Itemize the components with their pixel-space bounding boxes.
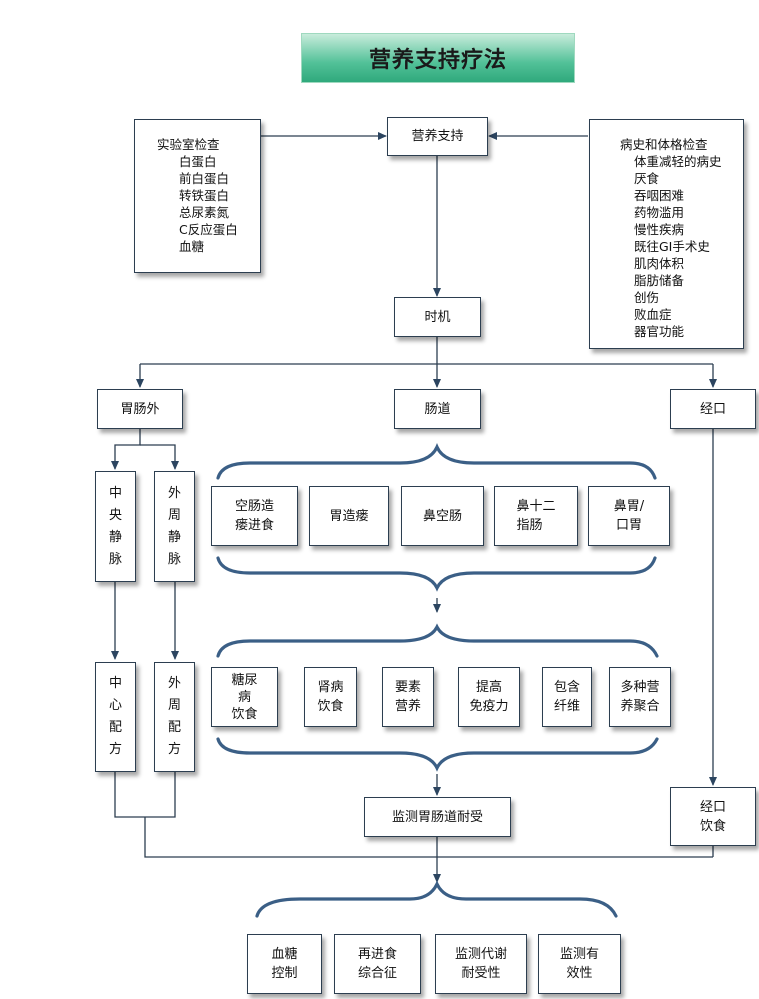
- lab-test-item: 转铁蛋白: [179, 188, 230, 203]
- history-item: 厌食: [634, 171, 660, 186]
- formula-box: 提高 免疫力: [458, 667, 520, 727]
- formula-box: 包含 纤维: [542, 667, 592, 727]
- enteral-route-box: 鼻空肠: [401, 486, 484, 546]
- node-peripheral-formula: 外 周 配 方: [154, 662, 195, 772]
- brace-formula-top: [216, 623, 659, 658]
- enteral-route-box: 空肠造 瘘进食: [211, 486, 298, 546]
- history-item: 器官功能: [634, 324, 685, 339]
- history-item: 脂肪储备: [634, 273, 685, 288]
- lab-test-item: 总尿素氮: [179, 205, 230, 220]
- node-central-formula: 中 心 配 方: [95, 662, 136, 772]
- node-nutrition-support: 营养支持: [387, 117, 488, 156]
- history-heading: 病史和体格检查: [620, 137, 708, 152]
- formula-box: 糖尿 病 饮食: [211, 667, 278, 727]
- brace-enteral-bottom: [216, 556, 657, 592]
- history-item: 吞咽困难: [634, 188, 685, 203]
- lab-tests-heading: 实验室检查: [157, 137, 220, 152]
- monitoring-box: 监测代谢 耐受性: [435, 934, 527, 994]
- formula-box: 要素 营养: [382, 667, 434, 727]
- history-item: 败血症: [634, 307, 672, 322]
- brace-enteral-top: [216, 443, 657, 480]
- lab-test-item: C反应蛋白: [179, 222, 238, 237]
- node-history-exam: 病史和体格检查 体重减轻的病史 厌食 吞咽困难 药物滥用 慢性疾病 既往GI手术…: [589, 119, 744, 349]
- lab-test-item: 前白蛋白: [179, 171, 230, 186]
- lab-test-item: 白蛋白: [179, 154, 217, 169]
- node-timing: 时机: [394, 297, 481, 337]
- history-item: 药物滥用: [634, 205, 685, 220]
- node-oral-diet: 经口 饮食: [670, 787, 756, 846]
- monitoring-box: 血糖 控制: [247, 934, 322, 994]
- node-oral: 经口: [670, 389, 756, 429]
- monitoring-box: 再进食 综合征: [334, 934, 421, 994]
- formula-box: 多种营 养聚合: [609, 667, 671, 727]
- enteral-route-box: 胃造瘘: [309, 486, 389, 546]
- history-item: 慢性疾病: [634, 222, 685, 237]
- node-central-vein: 中 央 静 脉: [95, 471, 136, 582]
- node-peripheral-vein: 外 周 静 脉: [154, 471, 195, 582]
- node-parenteral: 胃肠外: [97, 389, 183, 429]
- history-item: 肌肉体积: [634, 256, 685, 271]
- monitoring-box: 监测有 效性: [538, 934, 621, 994]
- line-formula-join: [114, 772, 176, 818]
- diagram-title: 营养支持疗法: [301, 33, 575, 83]
- history-item: 既往GI手术史: [634, 239, 710, 254]
- node-monitor-gi-tolerance: 监测胃肠道耐受: [364, 797, 511, 837]
- node-lab-tests: 实验室检查 白蛋白 前白蛋白 转铁蛋白 总尿素氮 C反应蛋白 血糖: [134, 119, 261, 273]
- lab-test-item: 血糖: [179, 239, 205, 254]
- history-item: 创伤: [634, 290, 660, 305]
- brace-formula-bottom: [216, 737, 659, 772]
- formula-box: 肾病 饮食: [304, 667, 357, 727]
- enteral-route-box: 鼻十二 指肠: [494, 486, 578, 546]
- brace-monitoring-top: [255, 880, 618, 918]
- history-item: 体重减轻的病史: [634, 154, 722, 169]
- enteral-route-box: 鼻胃/ 口胃: [588, 486, 670, 546]
- node-enteral: 肠道: [394, 389, 481, 429]
- line-parenteral-split: [111, 429, 141, 470]
